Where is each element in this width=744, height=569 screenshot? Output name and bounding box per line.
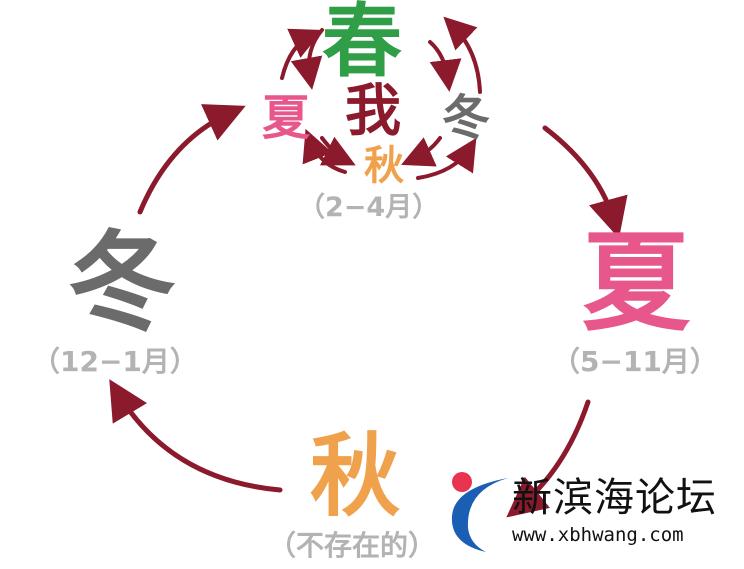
arrow-inner-3	[428, 40, 462, 92]
arrow-spring-to-summer	[542, 125, 628, 239]
summer-label: 夏	[582, 221, 691, 346]
arrow-inner-6	[302, 128, 347, 174]
winter-small-label: 冬	[442, 90, 491, 146]
watermark-logo	[451, 472, 508, 552]
spring-label: 春	[322, 0, 402, 88]
watermark-url: www.xbhwang.com	[512, 524, 684, 546]
arrow-inner-1	[280, 28, 323, 80]
autumn-label: 秋	[310, 424, 400, 529]
spring-range: （2−4月）	[298, 192, 440, 223]
arrow-inner-7	[401, 136, 442, 167]
summer-small-label: 夏	[262, 90, 311, 146]
summer-range: （5−11月）	[552, 345, 718, 378]
arrow-summer-to-autumn	[506, 399, 591, 518]
arrow-autumn-to-winter	[109, 379, 283, 493]
watermark-title: 新滨海论坛	[512, 475, 717, 521]
autumn-range: （不存在的）	[268, 529, 437, 562]
autumn-small-label: 秋	[364, 143, 404, 189]
me-label: 我	[345, 79, 401, 144]
arrow-inner-2	[290, 28, 324, 90]
arrow-winter-to-spring	[137, 104, 246, 215]
winter-range: （12−1月）	[32, 345, 198, 378]
arrow-inner-5	[319, 136, 356, 166]
arrow-inner-8	[416, 137, 477, 180]
arrow-inner-4	[443, 16, 482, 94]
winter-label: 冬	[68, 221, 177, 346]
